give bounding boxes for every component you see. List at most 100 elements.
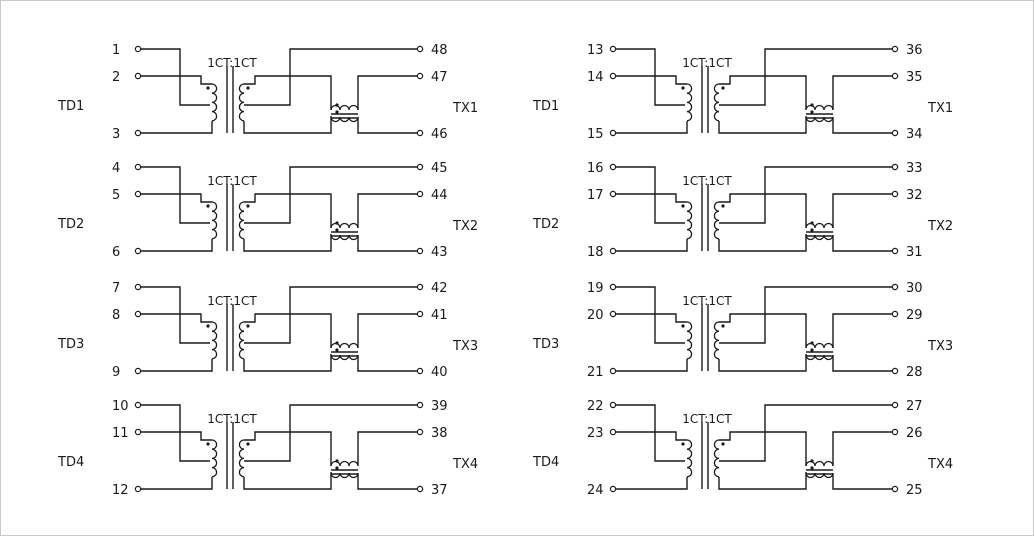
wire: [613, 239, 688, 252]
wire: [244, 193, 290, 203]
secondary-winding: [713, 201, 720, 240]
polarity-dot: [206, 442, 210, 446]
wire: [357, 473, 420, 490]
pin-terminal: [134, 401, 142, 409]
pin-number: 8: [112, 308, 120, 323]
wire: [613, 313, 687, 323]
pin-number: 23: [587, 426, 604, 441]
wire: [832, 313, 895, 348]
ratio-label: 1CT:1CT: [682, 174, 732, 188]
pin-terminal: [609, 163, 617, 171]
secondary-winding: [238, 439, 245, 478]
wire: [613, 75, 687, 85]
pin-number: 30: [906, 281, 923, 296]
wire: [138, 404, 210, 462]
pin-number: 4: [112, 161, 120, 176]
polarity-dot: [335, 459, 339, 463]
pin-number: 44: [431, 188, 448, 203]
pin-number: 31: [906, 245, 923, 260]
polarity-dot: [681, 204, 685, 208]
choke-winding-top: [330, 460, 359, 467]
pin-number: 6: [112, 245, 120, 260]
tx-label: TX3: [452, 339, 478, 354]
ratio-label: 1CT:1CT: [207, 56, 257, 70]
wire: [244, 431, 290, 441]
choke-winding-bottom: [805, 234, 834, 241]
polarity-dot: [810, 348, 814, 352]
tx-label: TX2: [927, 219, 953, 234]
wire: [765, 313, 807, 348]
pin-terminal: [891, 485, 899, 493]
pin-terminal: [416, 428, 424, 436]
polarity-dot: [246, 324, 250, 328]
primary-winding: [211, 201, 218, 240]
ratio-label: 1CT:1CT: [207, 294, 257, 308]
secondary-winding: [713, 321, 720, 360]
choke-winding-bottom: [330, 234, 359, 241]
wire: [765, 431, 807, 466]
wire: [290, 193, 332, 228]
pin-terminal: [416, 367, 424, 375]
pin-terminal: [134, 485, 142, 493]
pin-terminal: [416, 72, 424, 80]
primary-winding: [211, 321, 218, 360]
pin-terminal: [416, 401, 424, 409]
pin-number: 42: [431, 281, 448, 296]
choke-winding-top: [805, 222, 834, 229]
wire: [357, 431, 420, 466]
polarity-dot: [681, 442, 685, 446]
pin-terminal: [609, 367, 617, 375]
wire: [138, 75, 212, 85]
pin-terminal: [609, 283, 617, 291]
wire: [718, 116, 807, 134]
pin-terminal: [416, 283, 424, 291]
wire: [244, 166, 420, 224]
choke-winding-top: [805, 104, 834, 111]
ratio-label: 1CT:1CT: [682, 412, 732, 426]
pin-number: 7: [112, 281, 120, 296]
pin-terminal: [609, 72, 617, 80]
pin-number: 22: [587, 399, 604, 414]
wire: [613, 359, 688, 372]
pin-terminal: [891, 190, 899, 198]
wire: [244, 75, 290, 85]
pin-terminal: [416, 45, 424, 53]
pin-number: 47: [431, 70, 448, 85]
pin-number: 11: [112, 426, 129, 441]
ratio-label: 1CT:1CT: [207, 412, 257, 426]
wire: [832, 473, 895, 490]
polarity-dot: [335, 348, 339, 352]
choke-winding-bottom: [330, 116, 359, 123]
pin-terminal: [609, 45, 617, 53]
tx-label: TX1: [927, 101, 953, 116]
td-label: TD3: [532, 337, 559, 352]
tx-label: TX1: [452, 101, 478, 116]
pin-terminal: [891, 72, 899, 80]
wire: [357, 313, 420, 348]
pin-terminal: [134, 428, 142, 436]
choke-winding-top: [805, 342, 834, 349]
wire: [832, 75, 895, 110]
wire: [718, 472, 807, 490]
secondary-winding: [713, 83, 720, 122]
wire: [138, 431, 212, 441]
pin-number: 26: [906, 426, 923, 441]
pin-terminal: [134, 310, 142, 318]
choke-winding-top: [330, 222, 359, 229]
polarity-dot: [810, 466, 814, 470]
polarity-dot: [721, 324, 725, 328]
pin-number: 39: [431, 399, 448, 414]
pin-terminal: [609, 310, 617, 318]
pin-terminal: [891, 283, 899, 291]
wire: [832, 117, 895, 134]
polarity-dot: [206, 86, 210, 90]
choke-winding-bottom: [330, 472, 359, 479]
pin-number: 25: [906, 483, 923, 498]
wire: [243, 472, 332, 490]
wire: [357, 355, 420, 372]
